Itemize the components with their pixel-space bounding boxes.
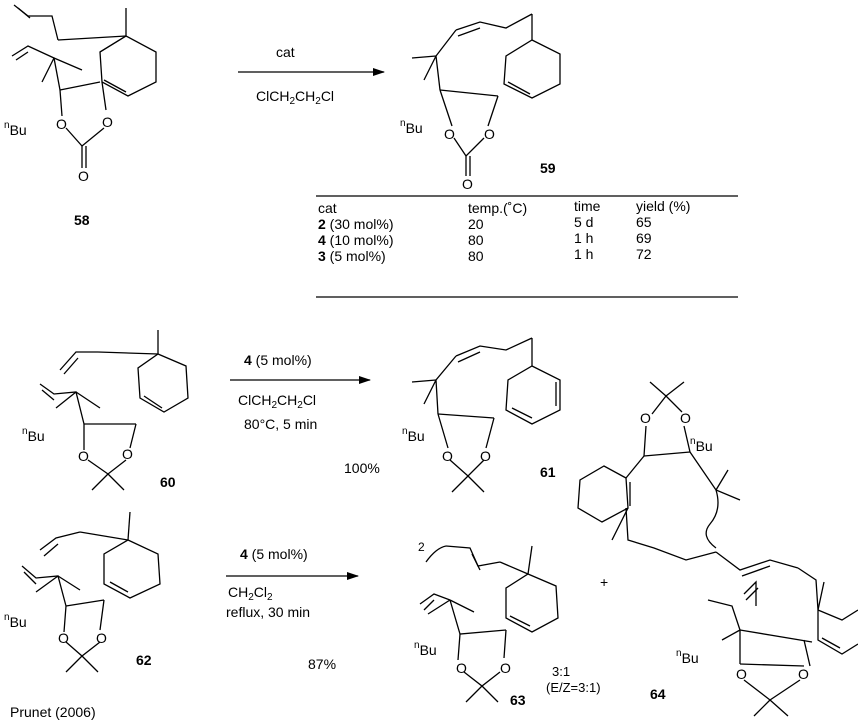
table-cell-time: 1 h — [574, 246, 594, 262]
arrow-2-temp-time: 80°C, 5 min — [244, 416, 318, 432]
arrow-1-solvent: ClCH2CH2Cl — [256, 88, 335, 107]
compound-label-59: 59 — [540, 160, 556, 176]
molecule-64 — [577, 381, 858, 717]
table-col-temp: temp.(˚C) 20 80 80 — [468, 200, 527, 264]
arrow-3-catalyst: 4 (5 mol%) — [240, 546, 308, 562]
product-63-repeat-n: 2 — [418, 540, 425, 554]
product-63-ring-o2: O — [500, 660, 511, 676]
reactant-62-ring-o2: O — [96, 630, 107, 646]
table-col-time: time 5 d 1 h 1 h — [574, 198, 600, 262]
reactant-60-ring-o2: O — [122, 446, 133, 462]
product-63-nbu: nBu — [414, 640, 437, 658]
molecule-62 — [21, 511, 161, 673]
table-cell-time: 5 d — [574, 214, 594, 230]
table-cell-temp: 20 — [468, 216, 484, 232]
table-col-yield: yield (%) 65 69 72 — [636, 198, 690, 262]
reactant-58-ring-o1: O — [56, 116, 67, 132]
plus-sign: + — [600, 574, 609, 590]
molecule-59 — [411, 13, 561, 176]
compound-label-60: 60 — [160, 474, 176, 490]
table-cell-cat: 4 (10 mol%) — [318, 232, 394, 248]
table-cell-temp: 80 — [468, 232, 484, 248]
table-header-cat: cat — [318, 200, 337, 216]
reactant-58-ring-o2: O — [102, 114, 113, 130]
product-61-ring-o1: O — [442, 448, 453, 464]
product-ratio: 3:1 — [552, 664, 571, 679]
product-64-bottom-ring-o1: O — [736, 666, 747, 682]
compound-label-62: 62 — [136, 652, 152, 668]
reactant-60-nbu: nBu — [22, 426, 45, 444]
product-64-top-ring-o2: O — [680, 410, 691, 426]
table-cell-yield: 69 — [636, 230, 652, 246]
table-cell-yield: 72 — [636, 246, 652, 262]
molecule-61 — [411, 337, 561, 493]
credit-text: Prunet (2006) — [10, 704, 96, 720]
product-64-top-nbu: nBu — [690, 436, 713, 454]
product-61-nbu: nBu — [402, 426, 425, 444]
compound-label-58: 58 — [74, 212, 90, 228]
arrow-3-solvent: CH2Cl2 — [228, 584, 273, 603]
ez-ratio: (E/Z=3:1) — [546, 680, 601, 695]
product-59-nbu: nBu — [400, 118, 423, 136]
table-header-yield: yield (%) — [636, 198, 691, 214]
product-61-ring-o2: O — [480, 448, 491, 464]
product-64-bottom-ring-o2: O — [798, 666, 809, 682]
molecule-58 — [11, 4, 157, 168]
molecule-60 — [39, 330, 189, 491]
table-col-cat: cat 2 (30 mol%) 4 (10 mol%) 3 (5 mol%) — [318, 200, 393, 264]
molecule-63 — [419, 545, 559, 703]
reactant-58-nbu: nBu — [4, 120, 27, 138]
table-cell-cat: 2 (30 mol%) — [318, 216, 394, 232]
yield-row-3: 87% — [308, 656, 337, 672]
table-cell-time: 1 h — [574, 230, 594, 246]
reactant-60-ring-o1: O — [78, 448, 89, 464]
compound-label-64: 64 — [650, 686, 666, 702]
product-59-ring-o1: O — [444, 126, 455, 142]
table-cell-cat: 3 (5 mol%) — [318, 248, 386, 264]
table-header-time: time — [574, 198, 601, 214]
arrow-2-solvent: ClCH2CH2Cl — [238, 392, 317, 411]
reactant-62-nbu: nBu — [4, 612, 27, 630]
product-64-top-ring-o1: O — [640, 410, 651, 426]
yield-row-2: 100% — [344, 460, 380, 476]
reactant-58-carbonyl-o: O — [78, 168, 89, 184]
compound-label-63: 63 — [510, 692, 526, 708]
product-64-bottom-nbu: nBu — [676, 648, 699, 666]
product-59-ring-o2: O — [484, 126, 495, 142]
product-59-carbonyl-o: O — [462, 176, 473, 192]
product-63-ring-o1: O — [456, 660, 467, 676]
table-cell-temp: 80 — [468, 248, 484, 264]
arrow-3-temp-time: reflux, 30 min — [226, 604, 311, 620]
arrow-1-catalyst: cat — [276, 44, 295, 60]
table-header-temp: temp.(˚C) — [468, 200, 528, 216]
reactant-62-ring-o1: O — [58, 630, 69, 646]
compound-label-61: 61 — [540, 464, 556, 480]
arrow-2-catalyst: 4 (5 mol%) — [244, 352, 312, 368]
table-cell-yield: 65 — [636, 214, 652, 230]
